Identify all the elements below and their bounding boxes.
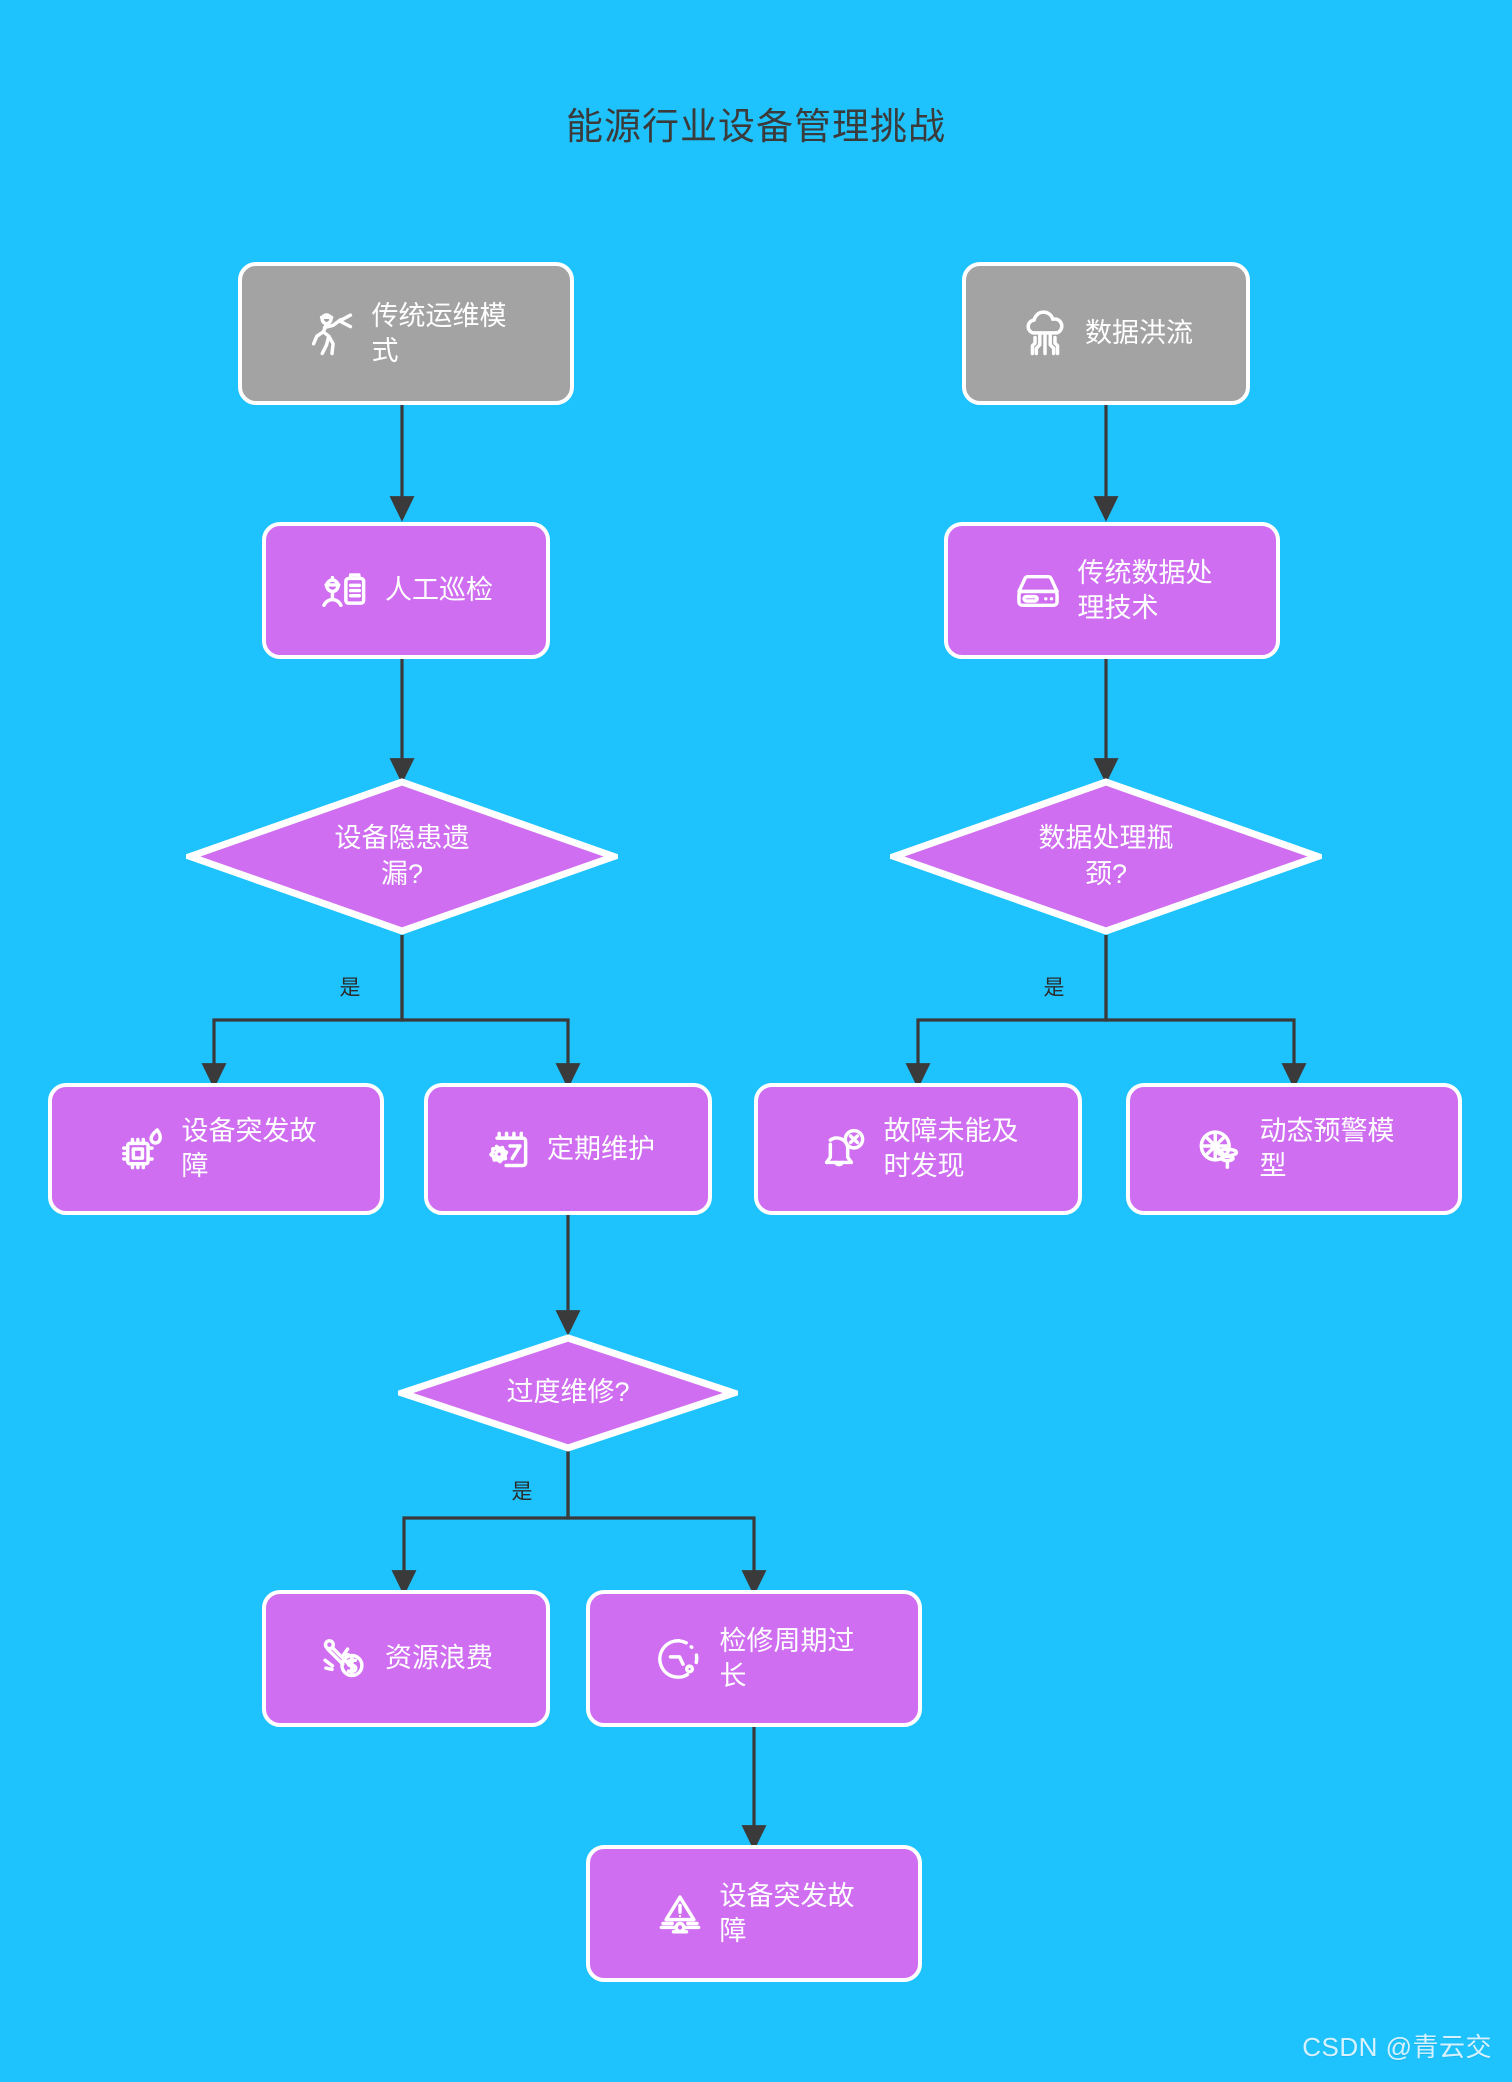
edge-over-maintenance-to-long-cycle [566, 1450, 767, 1596]
edge-label-hidden-danger-yes: 是 [339, 976, 361, 1000]
node-label: 数据处理瓶 颈? [1038, 823, 1174, 889]
radar-tornado-icon [1194, 1123, 1246, 1175]
node-label: 定期维护 [547, 1133, 655, 1164]
node-hidden-danger-missed[interactable]: 设备隐患遗 漏? [186, 778, 618, 935]
money-energy-icon [319, 1633, 371, 1685]
node-sudden-failure-bottom[interactable]: 设备突发故 障 [586, 1845, 922, 1982]
node-manual-inspection[interactable]: 人工巡检 [262, 522, 550, 659]
edge-bottleneck-to-failure-not-found [905, 935, 1108, 1089]
edge-label-over-maintenance-yes: 是 [511, 1480, 533, 1504]
node-label: 传统运维模 式 [371, 300, 507, 366]
node-label: 人工巡检 [385, 575, 493, 606]
node-label: 过度维修? [506, 1377, 630, 1408]
server-database-icon [1012, 565, 1064, 617]
node-regular-maintenance[interactable]: 定期维护 [424, 1083, 712, 1215]
node-traditional-data-tech[interactable]: 传统数据处 理技术 [944, 522, 1280, 659]
node-label: 资源浪费 [385, 1643, 493, 1674]
worker-clipboard-icon [319, 565, 371, 617]
node-over-maintenance[interactable]: 过度维修? [398, 1334, 738, 1452]
diamond-shape [890, 778, 1322, 935]
node-resource-waste[interactable]: 资源浪费 [262, 1590, 550, 1727]
node-label: 设备突发故 障 [719, 1880, 855, 1946]
worker-running-icon [306, 308, 358, 360]
node-traditional-ops[interactable]: 传统运维模 式 [238, 262, 574, 405]
node-data-flood[interactable]: 数据洪流 [962, 262, 1250, 405]
chip-flame-icon [116, 1123, 168, 1175]
node-data-bottleneck[interactable]: 数据处理瓶 颈? [890, 778, 1322, 935]
node-label: 设备突发故 障 [181, 1116, 317, 1181]
edge-hidden-danger-to-sudden-failure [201, 935, 404, 1089]
page-title: 能源行业设备管理挑战 [566, 106, 946, 147]
edge-over-maintenance-to-resource-waste [391, 1450, 570, 1596]
watermark: CSDN @青云交 [1302, 2032, 1492, 2062]
warning-valve-icon [654, 1888, 706, 1940]
dashed-clock-icon [654, 1633, 706, 1685]
node-failure-not-found[interactable]: 故障未能及 时发现 [754, 1083, 1082, 1215]
node-label: 设备隐患遗 漏? [334, 823, 470, 889]
edge-bottleneck-to-dynamic-model [1104, 935, 1307, 1089]
edge-label-data-bottleneck-yes: 是 [1043, 976, 1065, 1000]
bell-off-icon [818, 1123, 870, 1175]
node-label: 数据洪流 [1085, 318, 1193, 349]
node-label: 传统数据处 理技术 [1077, 557, 1213, 623]
diamond-shape [186, 778, 618, 935]
diamond-shape [398, 1334, 738, 1452]
node-long-maintenance-cycle[interactable]: 检修周期过 长 [586, 1590, 922, 1727]
node-label: 动态预警模 型 [1259, 1116, 1395, 1181]
cloud-data-icon [1019, 308, 1071, 360]
edge-hidden-danger-to-regular-maintenance [400, 935, 581, 1089]
node-dynamic-warning-model[interactable]: 动态预警模 型 [1126, 1083, 1462, 1215]
node-label: 检修周期过 长 [719, 1625, 855, 1691]
node-sudden-failure-left[interactable]: 设备突发故 障 [48, 1083, 384, 1215]
calendar-gear-icon [481, 1123, 533, 1175]
node-label: 故障未能及 时发现 [883, 1116, 1019, 1181]
